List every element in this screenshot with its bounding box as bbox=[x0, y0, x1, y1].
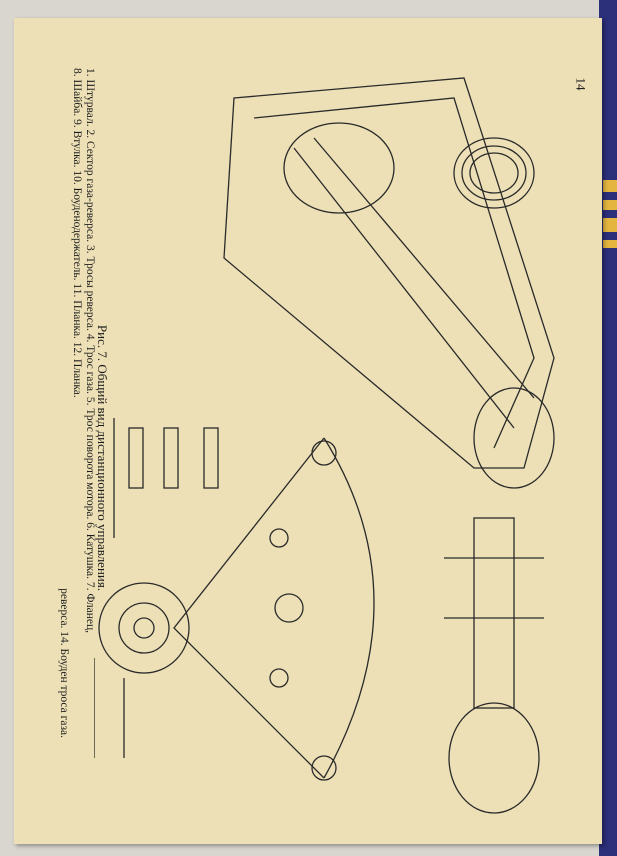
steering-column-sketch bbox=[444, 517, 544, 814]
figure-title: Рис. 7. Общий вид дистанционного управле… bbox=[95, 324, 110, 592]
booklet-cover-edge bbox=[599, 0, 617, 856]
boat-hull-sketch bbox=[223, 77, 555, 489]
document-page: 14 Рис. 7. Общий вид дистанционного упра… bbox=[14, 18, 602, 844]
coil-sketch bbox=[453, 137, 535, 209]
technical-drawing bbox=[94, 77, 555, 814]
caption-line-2: 8. Шайба. 9. Втулка. 10. Боуденодержател… bbox=[71, 68, 83, 398]
throttle-sector-sketch bbox=[94, 437, 375, 781]
figure-caption: Рис. 7. Общий вид дистанционного управле… bbox=[57, 68, 110, 848]
caption-line-3: реверса. 14. Боуден троса газа. bbox=[58, 588, 70, 738]
page-number: 14 bbox=[573, 77, 589, 91]
caption-line-1: 1. Штурвал. 2. Сектор газа-реверса. 3. Т… bbox=[84, 68, 96, 634]
bowden-holders-sketch bbox=[113, 418, 219, 538]
